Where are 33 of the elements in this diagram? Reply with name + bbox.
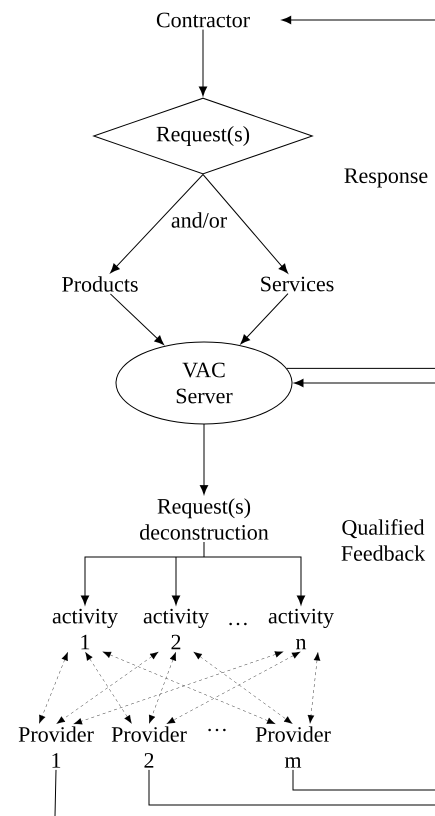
text-label: and/or: [172, 212, 227, 228]
text-label: activity 1: [52, 608, 118, 650]
text-label: Request(s) deconstruction: [140, 498, 268, 540]
arrow: [198, 29, 208, 96]
text-label: Contractor: [156, 12, 250, 28]
arrow: [204, 541, 306, 606]
arrow: [308, 652, 320, 724]
arrow: [200, 424, 208, 495]
arrow: [202, 174, 288, 274]
text-label: Provider 1: [18, 726, 94, 768]
text-label: Qualified Feedback: [341, 519, 426, 561]
arrow: [39, 652, 68, 724]
arrow: [110, 293, 164, 345]
arrow: [148, 652, 176, 724]
arrow: [74, 651, 284, 724]
text-label: Response: [344, 168, 428, 188]
arrow: [166, 652, 300, 724]
text-label: Provider 2: [112, 726, 187, 768]
text-label: Products: [62, 276, 138, 292]
text-label: …: [229, 622, 247, 626]
text-label: Services: [261, 276, 334, 292]
text-label: Provider m: [256, 726, 331, 768]
arrow: [110, 174, 204, 274]
arrow: [294, 378, 435, 388]
arrow: [102, 652, 276, 724]
arrow: [56, 652, 159, 724]
arrow: [240, 293, 288, 344]
arrow: [85, 652, 132, 724]
arrow: [193, 652, 293, 724]
text-label: …: [208, 728, 226, 732]
text-label: activity n: [268, 608, 334, 650]
text-label: activity 2: [144, 608, 209, 650]
arrow: [282, 16, 435, 24]
